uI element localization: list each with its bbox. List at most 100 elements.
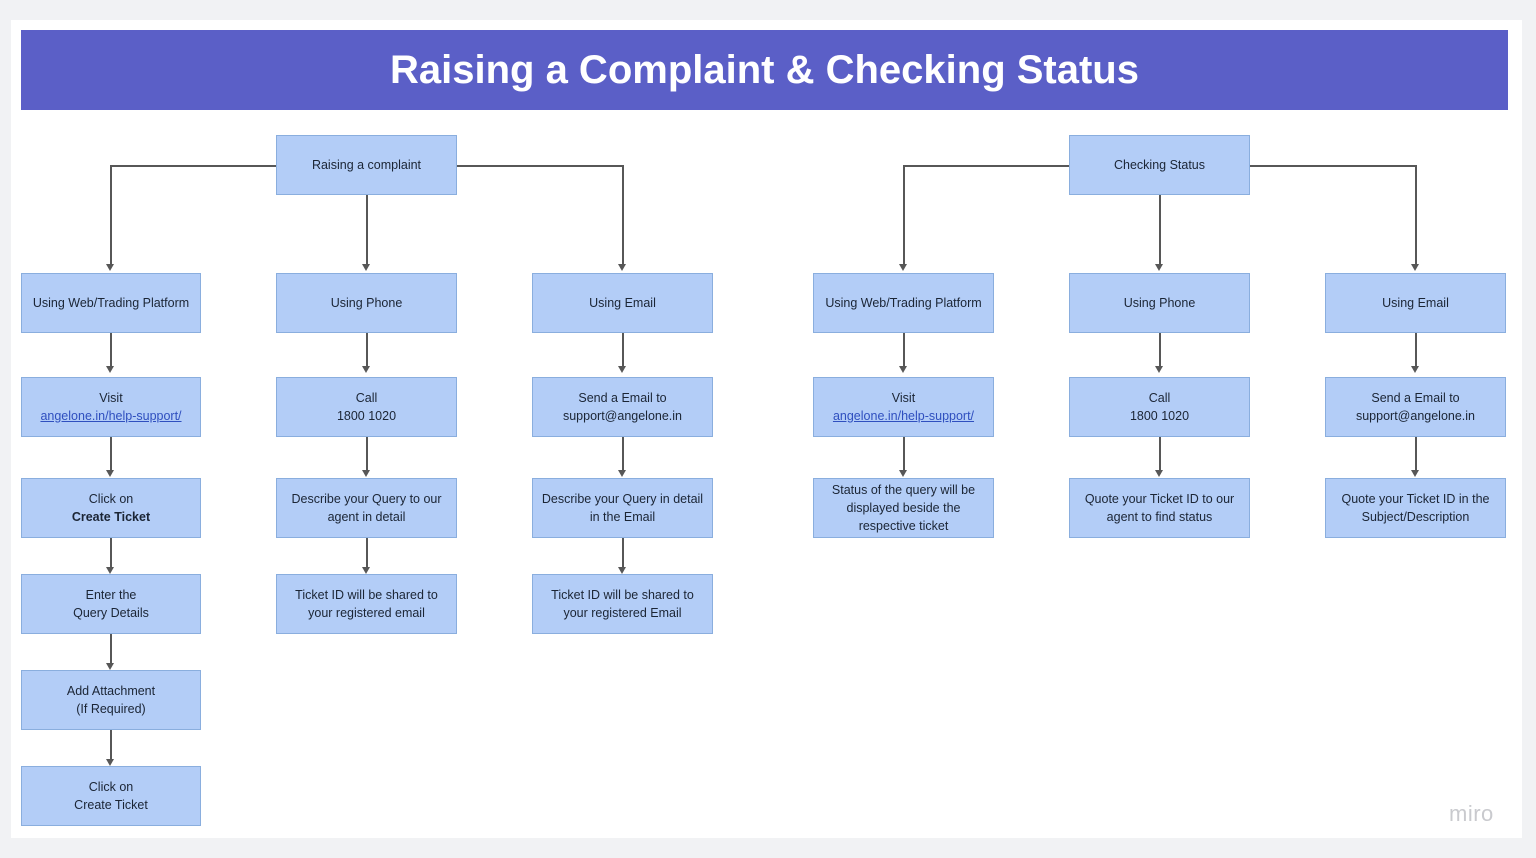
- connector-left-c1-r2-r3: [110, 437, 112, 470]
- node-right-phone-number-label: 1800 1020: [1129, 409, 1190, 423]
- node-left-web-click-create-ticket[interactable]: Click on Create Ticket: [21, 478, 201, 538]
- node-left-phone-call-label: Call: [355, 390, 378, 405]
- node-left-email-ticket-id-label: Ticket ID will be shared to your registe…: [551, 587, 694, 620]
- arrowhead-right-c3-r1-r2: [1411, 366, 1419, 373]
- connector-right-c2-r1-r2: [1159, 333, 1161, 366]
- node-right-web-channel[interactable]: Using Web/Trading Platform: [813, 273, 994, 333]
- connector-right-c3-r1-r2: [1415, 333, 1417, 366]
- node-left-web-final-create-ticket[interactable]: Click on Create Ticket: [21, 766, 201, 826]
- connector-right-c2-r2-r3: [1159, 437, 1161, 470]
- arrowhead-left-root-to-phone: [362, 264, 370, 271]
- connector-right-root-left-horizontal: [903, 165, 1070, 167]
- node-left-root-label: Raising a complaint: [311, 157, 422, 172]
- node-left-email-channel[interactable]: Using Email: [532, 273, 713, 333]
- diagram-title-banner: Raising a Complaint & Checking Status: [21, 30, 1508, 110]
- node-right-web-status-displayed[interactable]: Status of the query will be displayed be…: [813, 478, 994, 538]
- arrowhead-right-root-to-phone: [1155, 264, 1163, 271]
- node-left-web-click-label: Click on: [88, 491, 134, 506]
- node-right-phone-quote-ticket-id[interactable]: Quote your Ticket ID to our agent to fin…: [1069, 478, 1250, 538]
- arrowhead-left-root-to-web: [106, 264, 114, 271]
- node-left-web-enter-label: Enter the: [85, 587, 137, 602]
- node-right-email-send[interactable]: Send a Email to support@angelone.in: [1325, 377, 1506, 437]
- node-left-phone-describe-label: Describe your Query to our agent in deta…: [291, 491, 442, 524]
- connector-left-c1-r5-r6: [110, 730, 112, 759]
- arrowhead-right-c1-r1-r2: [899, 366, 907, 373]
- node-left-phone-ticket-id-label: Ticket ID will be shared to your registe…: [295, 587, 438, 620]
- connector-right-root-left-vertical: [903, 165, 905, 265]
- node-right-email-send-label: Send a Email to support@angelone.in: [1355, 390, 1476, 423]
- node-right-phone-call[interactable]: Call 1800 1020: [1069, 377, 1250, 437]
- diagram-canvas: [11, 20, 1522, 838]
- node-right-web-status-label: Status of the query will be displayed be…: [831, 482, 976, 534]
- node-right-phone-call-label: Call: [1148, 390, 1171, 405]
- connector-left-c2-r1-r2: [366, 333, 368, 366]
- node-left-email-describe-query[interactable]: Describe your Query in detail in the Ema…: [532, 478, 713, 538]
- node-right-web-channel-label: Using Web/Trading Platform: [825, 295, 982, 310]
- connector-right-c1-r1-r2: [903, 333, 905, 366]
- arrowhead-left-c2-r1-r2: [362, 366, 370, 373]
- connector-left-c3-r2-r3: [622, 437, 624, 470]
- arrowhead-left-c1-r3-r4: [106, 567, 114, 574]
- node-left-web-channel-label: Using Web/Trading Platform: [32, 295, 190, 310]
- node-left-phone-number-label: 1800 1020: [336, 409, 397, 423]
- node-left-phone-channel-label: Using Phone: [330, 295, 403, 310]
- link-angelone-help-support[interactable]: angelone.in/help-support/: [40, 409, 182, 423]
- connector-right-c1-r2-r3: [903, 437, 905, 470]
- connector-left-c3-r1-r2: [622, 333, 624, 366]
- node-left-phone-ticket-id-email[interactable]: Ticket ID will be shared to your registe…: [276, 574, 457, 634]
- node-right-email-quote-label: Quote your Ticket ID in the Subject/Desc…: [1341, 491, 1490, 524]
- arrowhead-left-c1-r2-r3: [106, 470, 114, 477]
- connector-right-root-right-vertical: [1415, 165, 1417, 265]
- arrowhead-left-c1-r5-r6: [106, 759, 114, 766]
- node-left-web-final-create-label: Create Ticket: [74, 798, 148, 812]
- arrowhead-left-c3-r3-r4: [618, 567, 626, 574]
- arrowhead-right-c3-r2-r3: [1411, 470, 1419, 477]
- connector-right-c3-r2-r3: [1415, 437, 1417, 470]
- arrowhead-left-c3-r2-r3: [618, 470, 626, 477]
- node-right-web-visit-label: Visit: [891, 390, 916, 405]
- node-right-web-visit[interactable]: Visit angelone.in/help-support/: [813, 377, 994, 437]
- node-left-web-channel[interactable]: Using Web/Trading Platform: [21, 273, 201, 333]
- connector-left-c2-r2-r3: [366, 437, 368, 470]
- node-left-web-create-ticket-label: Create Ticket: [71, 510, 151, 524]
- connector-left-root-left-horizontal: [110, 165, 277, 167]
- connector-right-root-right-horizontal: [1250, 165, 1417, 167]
- node-right-root[interactable]: Checking Status: [1069, 135, 1250, 195]
- arrowhead-left-root-to-email: [618, 264, 626, 271]
- node-left-web-add-attachment[interactable]: Add Attachment (If Required): [21, 670, 201, 730]
- node-left-phone-call[interactable]: Call 1800 1020: [276, 377, 457, 437]
- connector-left-root-right-vertical: [622, 165, 624, 265]
- connector-left-c1-r4-r5: [110, 634, 112, 663]
- arrowhead-left-c2-r3-r4: [362, 567, 370, 574]
- node-left-root[interactable]: Raising a complaint: [276, 135, 457, 195]
- connector-left-c2-r3-r4: [366, 538, 368, 567]
- miro-watermark: miro: [1449, 801, 1494, 826]
- node-left-email-send[interactable]: Send a Email to support@angelone.in: [532, 377, 713, 437]
- node-left-web-attachment-label: Add Attachment: [66, 683, 156, 698]
- node-left-email-describe-label: Describe your Query in detail in the Ema…: [541, 491, 704, 524]
- link-angelone-help-support-status[interactable]: angelone.in/help-support/: [832, 409, 975, 423]
- node-left-email-channel-label: Using Email: [589, 295, 656, 310]
- node-right-email-quote-ticket-id[interactable]: Quote your Ticket ID in the Subject/Desc…: [1325, 478, 1506, 538]
- node-left-web-final-click-label: Click on: [88, 779, 134, 794]
- connector-left-root-right-horizontal: [457, 165, 624, 167]
- connector-left-c3-r3-r4: [622, 538, 624, 567]
- connector-left-root-left-vertical: [110, 165, 112, 265]
- node-left-email-ticket-id[interactable]: Ticket ID will be shared to your registe…: [532, 574, 713, 634]
- page-title: Raising a Complaint & Checking Status: [389, 48, 1139, 92]
- node-right-email-channel[interactable]: Using Email: [1325, 273, 1506, 333]
- arrowhead-right-c2-r1-r2: [1155, 366, 1163, 373]
- connector-left-root-to-phone: [366, 195, 368, 265]
- node-right-phone-channel-label: Using Phone: [1123, 295, 1196, 310]
- connector-right-root-to-phone: [1159, 195, 1161, 265]
- arrowhead-right-root-to-email: [1411, 264, 1419, 271]
- connector-left-c1-r3-r4: [110, 538, 112, 567]
- node-right-phone-channel[interactable]: Using Phone: [1069, 273, 1250, 333]
- node-left-web-attachment-optional-label: (If Required): [76, 702, 146, 716]
- node-left-web-visit-label: Visit: [99, 390, 123, 405]
- node-left-web-visit[interactable]: Visit angelone.in/help-support/: [21, 377, 201, 437]
- arrowhead-left-c1-r1-r2: [106, 366, 114, 373]
- node-left-phone-describe-query[interactable]: Describe your Query to our agent in deta…: [276, 478, 457, 538]
- node-left-phone-channel[interactable]: Using Phone: [276, 273, 457, 333]
